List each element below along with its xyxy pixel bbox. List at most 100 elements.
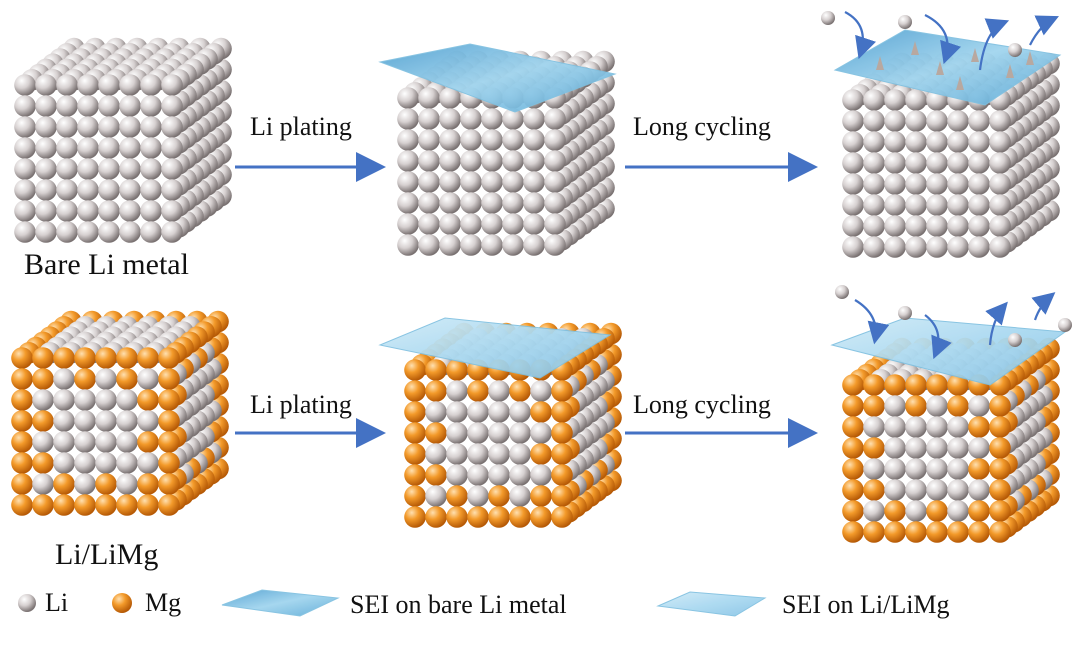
mg-atom [137,431,159,453]
li-atom [95,368,117,390]
li-atom [947,236,969,258]
mg-atom [137,347,159,369]
mg-atom [11,494,33,516]
mg-atom [95,473,117,495]
li-atom [467,464,489,486]
li-atom [926,215,948,237]
li-atom [119,116,141,138]
li-atom [439,108,461,130]
mg-atom [530,506,552,528]
li-atom [926,236,948,258]
mg-atom [842,479,864,501]
li-atom [446,380,468,402]
li-atom [446,401,468,423]
li-atom [140,179,162,201]
mg-atom [425,464,447,486]
li-atom [989,194,1011,216]
mg-atom [95,347,117,369]
li-atom [947,437,969,459]
li-atom [947,500,969,522]
li-atom [425,485,447,507]
free-li-atom [898,15,912,29]
li-atom [14,158,36,180]
li-atom [968,479,990,501]
li-atom [968,236,990,258]
mg-atom [842,458,864,480]
li-atom [140,221,162,243]
li-atom [467,422,489,444]
li-atom [509,422,531,444]
li-atom [56,221,78,243]
li-atom [418,108,440,130]
li-atom [947,152,969,174]
li-atom [926,173,948,195]
li-atom [523,234,545,256]
li-atom [842,215,864,237]
li-ion-in-arrow [924,14,961,65]
mg-atom [446,485,468,507]
li-atom [56,158,78,180]
li-atom [119,158,141,180]
li-atom [35,200,57,222]
li-atom [926,152,948,174]
mg-atom [137,473,159,495]
mg-atom [884,500,906,522]
mg-atom [158,452,180,474]
mg-atom [404,506,426,528]
li-atom [14,200,36,222]
mg-atom [530,401,552,423]
li-atom [460,234,482,256]
mg-atom [863,437,885,459]
mg-atom [404,485,426,507]
li-atom [116,410,138,432]
li-atom [530,422,552,444]
mg-atom [11,389,33,411]
li-atom [523,108,545,130]
li-atom [14,137,36,159]
li-atom [502,129,524,151]
li-atom [460,129,482,151]
mg-atom [905,395,927,417]
li-atom [481,171,503,193]
li-atom [397,108,419,130]
mg-atom [551,485,573,507]
li-atom [116,452,138,474]
li-atom [926,458,948,480]
mg-atom [32,368,54,390]
mg-atom [425,359,447,381]
li-atom [502,171,524,193]
mg-atom [404,380,426,402]
li-atom [53,389,75,411]
li-atom [905,131,927,153]
li-atom [884,131,906,153]
mg-atom [842,521,864,543]
li-atom [77,116,99,138]
mg-atom [863,479,885,501]
mg-atom [551,443,573,465]
li-atom [35,137,57,159]
li-atom [905,173,927,195]
li-atom [161,221,183,243]
li-atom [905,458,927,480]
li-atom [14,95,36,117]
li-atom [137,410,159,432]
li-atom [968,173,990,195]
li-atom [502,108,524,130]
li-atom [523,171,545,193]
mg-atom [158,473,180,495]
li-atom [98,137,120,159]
bare-li-label: Bare Li metal [24,248,189,281]
mg-atom [11,431,33,453]
li-atom [53,410,75,432]
mg-atom [989,395,1011,417]
dendrite-spike [956,76,964,90]
free-li-atom [821,11,835,25]
li-atom [53,452,75,474]
li-atom [481,213,503,235]
li-atom [947,458,969,480]
li-atom [863,236,885,258]
li-atom [74,389,96,411]
li-atom [98,179,120,201]
li-atom [989,152,1011,174]
